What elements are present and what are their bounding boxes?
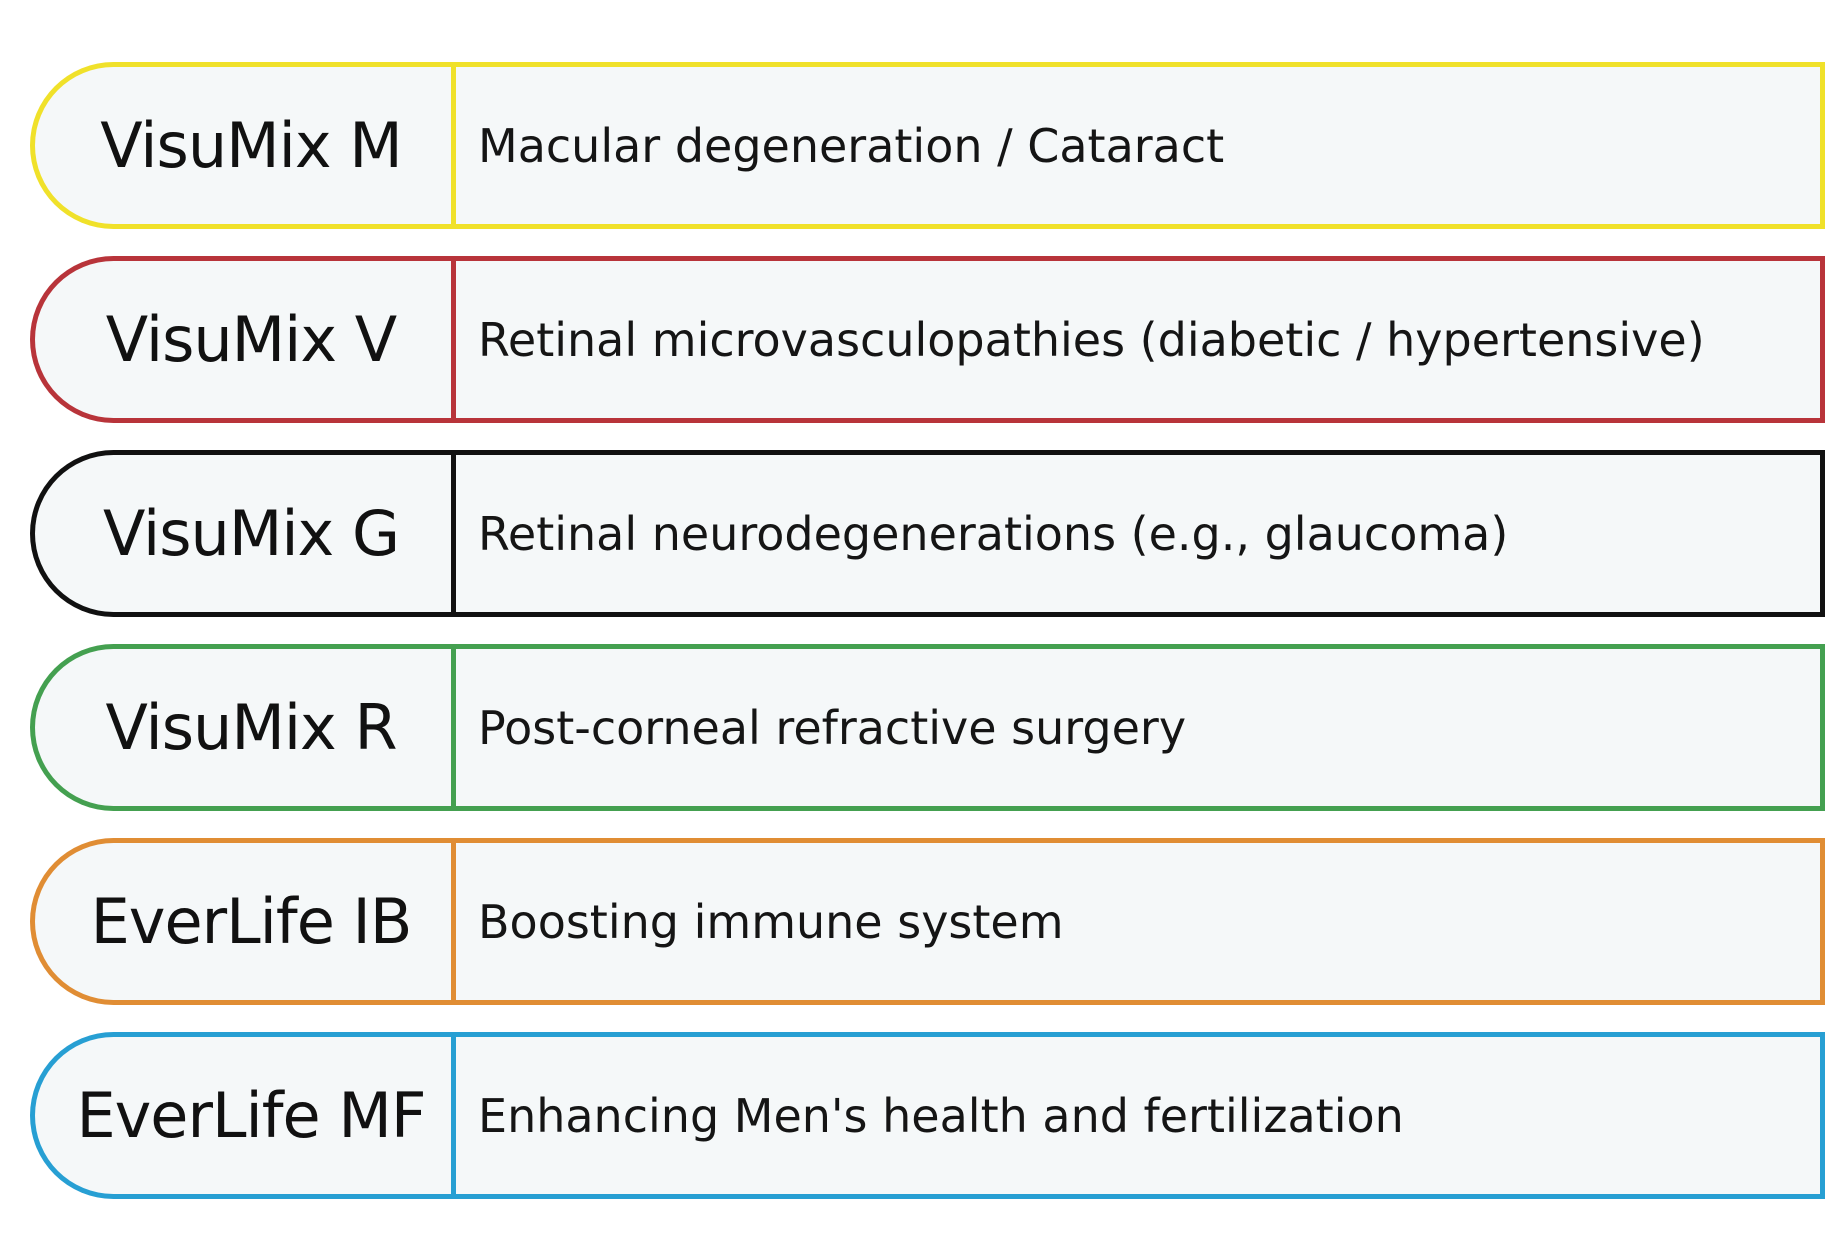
product-name: VisuMix M [100,109,402,182]
product-name-cell: EverLife MF [30,1032,451,1199]
product-description: Boosting immune system [478,894,1064,949]
row-divider [451,838,456,1005]
row-divider [451,450,456,617]
product-name-cell: VisuMix M [30,62,451,229]
product-name: EverLife MF [76,1079,426,1152]
product-description-cell: Retinal microvasculopathies (diabetic / … [456,256,1825,423]
product-description-cell: Macular degeneration / Cataract [456,62,1825,229]
row-divider [451,644,456,811]
product-row-everlife-ib: EverLife IB Boosting immune system [30,838,1825,1005]
product-row-visumix-m: VisuMix M Macular degeneration / Catarac… [30,62,1825,229]
product-description: Retinal microvasculopathies (diabetic / … [478,312,1705,367]
product-name-cell: VisuMix G [30,450,451,617]
product-description-cell: Post-corneal refractive surgery [456,644,1825,811]
product-row-visumix-g: VisuMix G Retinal neurodegenerations (e.… [30,450,1825,617]
product-name-cell: VisuMix V [30,256,451,423]
product-row-everlife-mf: EverLife MF Enhancing Men's health and f… [30,1032,1825,1199]
product-list: VisuMix M Macular degeneration / Catarac… [30,62,1825,1199]
row-divider [451,1032,456,1199]
product-name: VisuMix G [102,497,400,570]
row-divider [451,62,456,229]
product-description: Enhancing Men's health and fertilization [478,1088,1404,1143]
product-name-cell: EverLife IB [30,838,451,1005]
product-description-cell: Boosting immune system [456,838,1825,1005]
product-description-cell: Enhancing Men's health and fertilization [456,1032,1825,1199]
product-row-visumix-r: VisuMix R Post-corneal refractive surger… [30,644,1825,811]
row-divider [451,256,456,423]
product-description: Post-corneal refractive surgery [478,700,1187,755]
product-name: EverLife IB [90,885,413,958]
product-name: VisuMix R [105,691,397,764]
product-row-visumix-v: VisuMix V Retinal microvasculopathies (d… [30,256,1825,423]
product-name: VisuMix V [105,303,397,376]
product-name-cell: VisuMix R [30,644,451,811]
product-description: Retinal neurodegenerations (e.g., glauco… [478,506,1509,561]
product-description-cell: Retinal neurodegenerations (e.g., glauco… [456,450,1825,617]
product-description: Macular degeneration / Cataract [478,118,1225,173]
